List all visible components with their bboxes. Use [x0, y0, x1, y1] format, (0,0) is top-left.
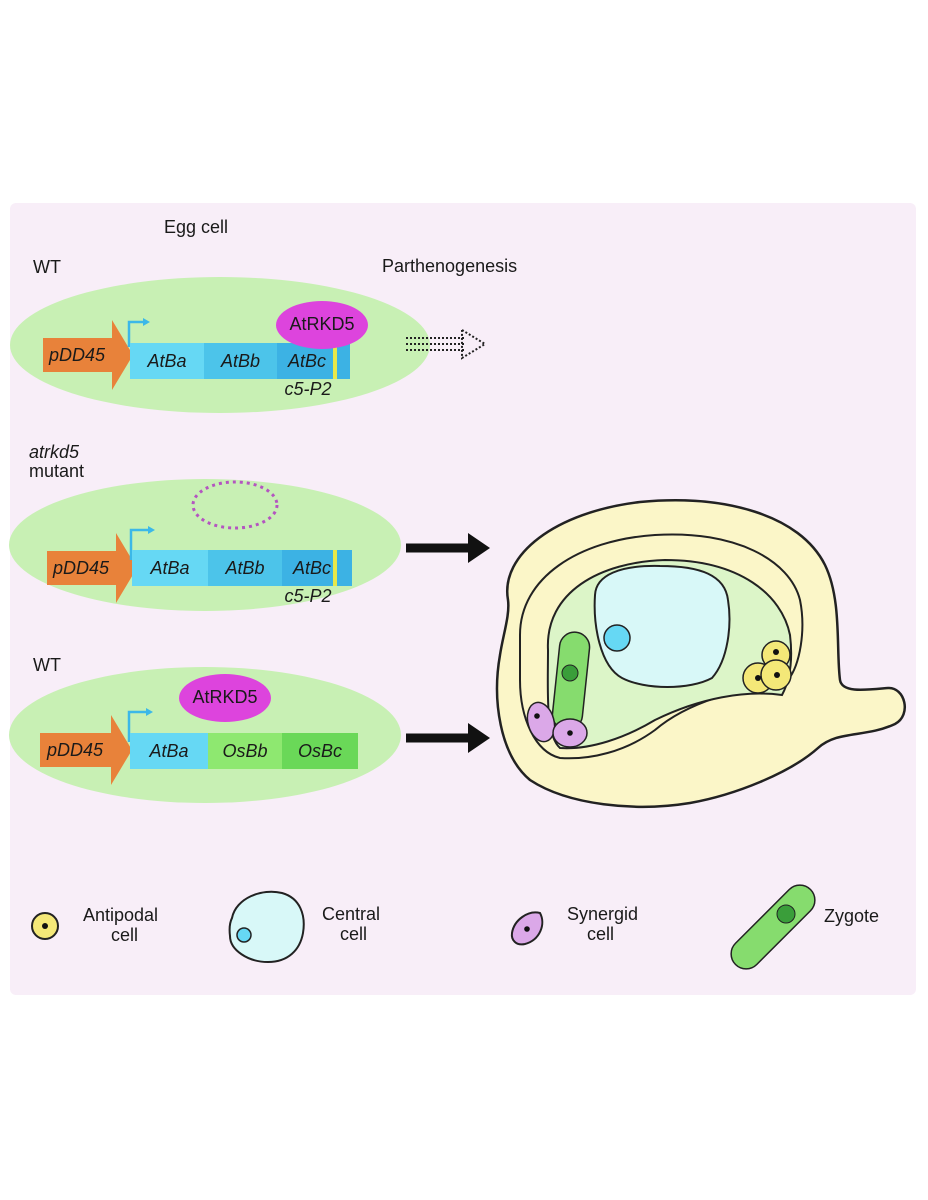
- promoter-arrow-2: [47, 533, 137, 603]
- legend-central-line1: Central: [322, 904, 381, 924]
- construct-row-3: [9, 667, 490, 803]
- antipodal-cells: [742, 640, 792, 694]
- gene-label-atbb-2: AtBb: [225, 558, 265, 578]
- variant-label-1: c5-P2: [284, 379, 332, 399]
- central-cell-nucleus: [603, 624, 631, 652]
- legend-zygote-label: Zygote: [824, 906, 880, 927]
- gene-box-atbb-1: [204, 343, 277, 379]
- gene-label-atbb-1: AtBb: [220, 351, 261, 371]
- gene-label-atbc-2: AtBc: [292, 558, 331, 578]
- protein-ellipse-3: [179, 674, 271, 722]
- legend-antipodal-label: Antipodal cell: [83, 905, 159, 946]
- construct-row-2: [9, 479, 490, 611]
- gene-box-atba-3: [130, 733, 208, 769]
- parthenogenesis-label: Parthenogenesis: [382, 256, 518, 276]
- protein-label-3: AtRKD5: [192, 687, 258, 707]
- gene-label-atba-3: AtBa: [149, 741, 189, 761]
- promoter-arrow-1: [43, 320, 133, 390]
- promoter-arrow-3: [40, 715, 132, 785]
- tss-bracket-2: [129, 528, 152, 560]
- central-cell-icon: [228, 890, 305, 964]
- ovule-diagram: [495, 499, 906, 808]
- zygote-icon: [730, 884, 816, 970]
- mutation-mark-2: [333, 550, 337, 586]
- antipodal-cell-icon: [31, 912, 59, 940]
- variant-label-2: c5-P2: [284, 586, 332, 606]
- legend-synergid-label: Synergid cell: [567, 904, 639, 945]
- construct-row-1: [10, 277, 487, 413]
- gene-box-osbb-3: [208, 733, 282, 769]
- tss-bracket-1: [127, 320, 147, 347]
- legend-zygote-line1: Zygote: [824, 906, 880, 926]
- synergid-cell-icon: [510, 911, 544, 946]
- gene-label-atbc-1: AtBc: [287, 351, 326, 371]
- row-3-genotype: WT: [33, 655, 61, 675]
- legend-central-line2: cell: [340, 923, 368, 944]
- gene-label-osbc-3: OsBc: [297, 741, 342, 761]
- gene-box-atbb-2: [208, 550, 282, 586]
- legend-antipodal-line1: Antipodal: [83, 905, 159, 925]
- row-2-genotype-line2: mutant: [29, 461, 85, 481]
- gene-label-atba-1: AtBa: [147, 351, 187, 371]
- promoter-label-1: pDD45: [48, 345, 106, 365]
- promoter-label-3: pDD45: [46, 740, 104, 760]
- row-1-genotype: WT: [33, 257, 61, 277]
- legend-synergid-line1: Synergid: [567, 904, 639, 924]
- mutation-mark-1: [333, 343, 337, 379]
- gene-box-osbc-3: [282, 733, 358, 769]
- gene-label-atba-2: AtBa: [150, 558, 190, 578]
- gene-box-atba-1: [130, 343, 204, 379]
- row-2-genotype: atrkd5: [29, 442, 80, 462]
- dotted-arrow: [406, 329, 487, 360]
- central-cell-vacuole: [593, 564, 731, 688]
- protein-ellipse-1: [276, 301, 368, 349]
- legend-antipodal-line2: cell: [111, 924, 139, 945]
- gene-label-osbb-3: OsBb: [222, 741, 268, 761]
- legend-central-label: Central cell: [322, 904, 381, 945]
- legend-synergid-line2: cell: [587, 923, 615, 944]
- promoter-label-2: pDD45: [52, 558, 110, 578]
- gene-box-atba-2: [132, 550, 208, 586]
- gene-box-atbc-2: [282, 550, 352, 586]
- gene-box-atbc-1: [277, 343, 350, 379]
- tss-bracket-3: [127, 710, 150, 742]
- protein-label-1: AtRKD5: [289, 314, 355, 334]
- egg-cell-label: Egg cell: [164, 217, 229, 237]
- missing-protein-outline: [191, 480, 279, 530]
- synergid-cells: [526, 701, 588, 748]
